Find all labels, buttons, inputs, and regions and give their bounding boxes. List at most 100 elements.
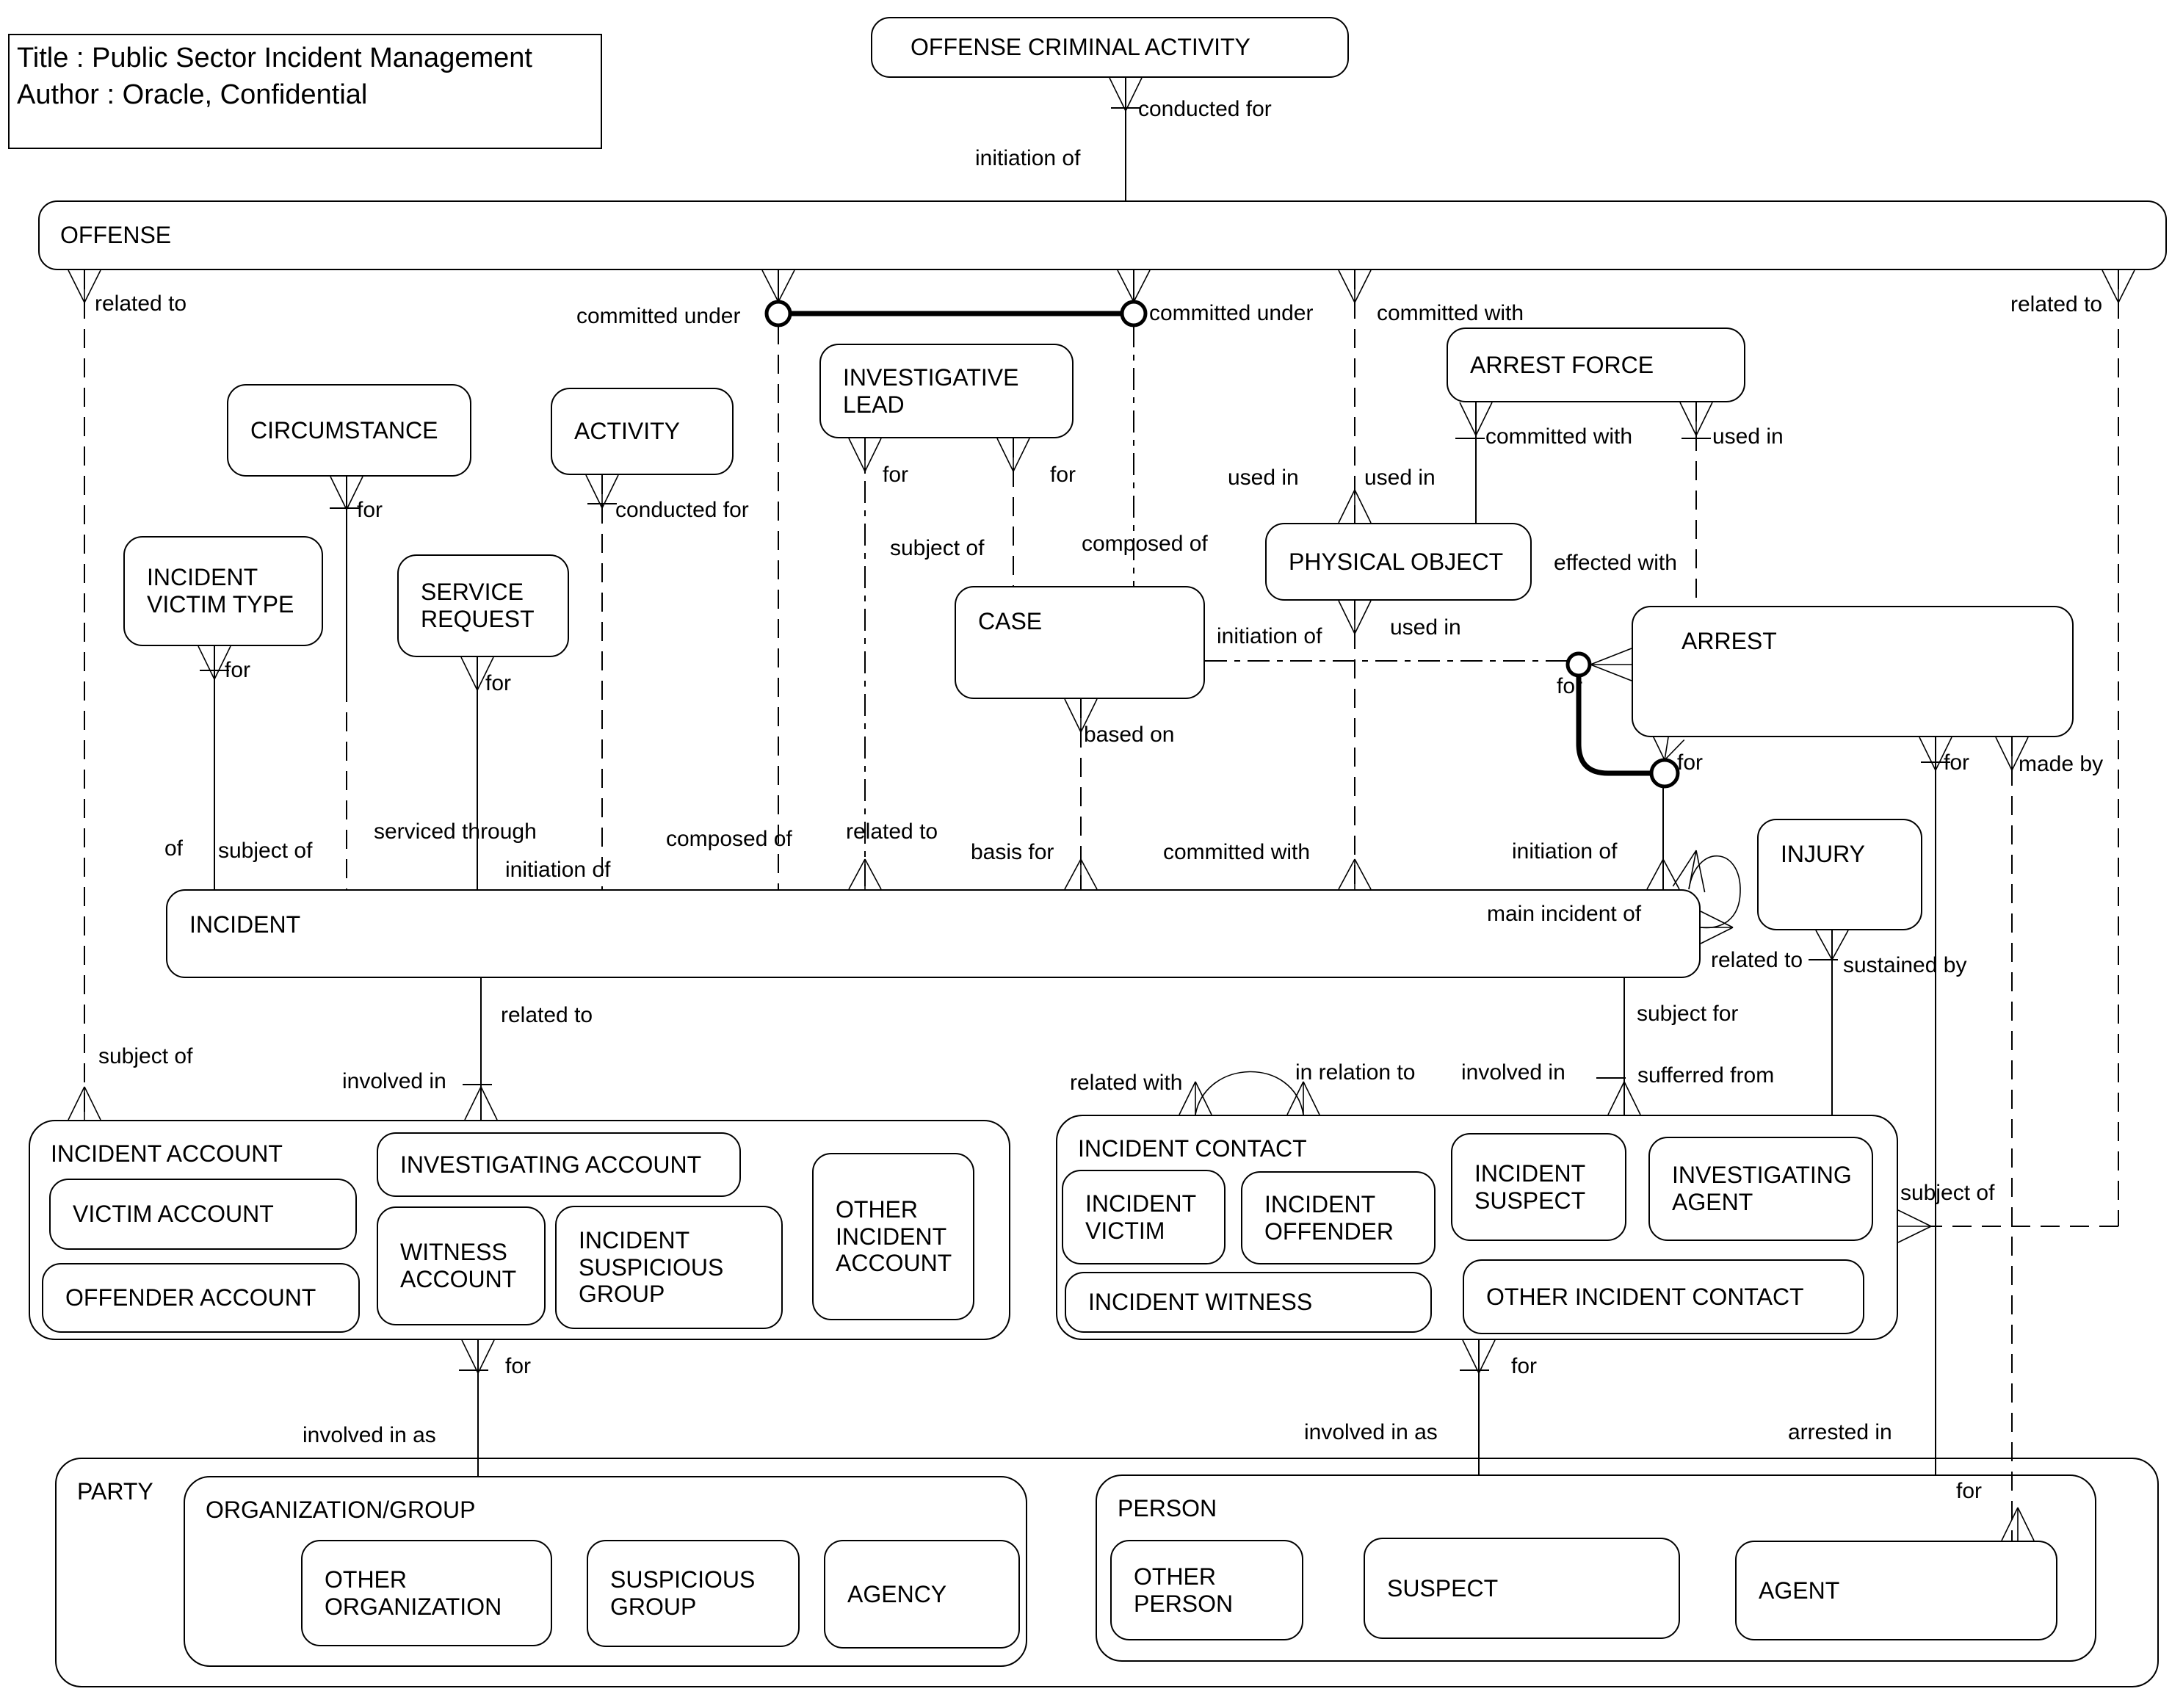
entity-injury: INJURY — [1757, 819, 1922, 930]
group-incident-account: INCIDENT ACCOUNT — [29, 1120, 1010, 1340]
entity-label-investigating-account: INVESTIGATING ACCOUNT — [400, 1151, 702, 1178]
group-label-incident-account: INCIDENT ACCOUNT — [51, 1140, 283, 1167]
entity-label-other-incident-account-0: OTHER — [836, 1195, 918, 1223]
relationship-label-related-to-2: related to — [95, 292, 187, 316]
entity-offender-account: OFFENDER ACCOUNT — [42, 1263, 360, 1333]
entity-label-service-request-1: REQUEST — [421, 606, 535, 632]
relationship-label-used-in-12: used in — [1712, 424, 1784, 449]
entity-label-incident-victim-type-1: VICTIM TYPE — [147, 591, 294, 618]
relationship-label-committed-under-3: committed under — [576, 304, 741, 328]
entity-label-other-organization-1: ORGANIZATION — [325, 1593, 502, 1620]
entity-offense-criminal-activity: OFFENSE CRIMINAL ACTIVITY — [871, 17, 1349, 78]
relationship-label-serviced-through-29: serviced through — [374, 819, 537, 844]
relationship-label-made-by-26: made by — [2019, 752, 2104, 776]
relationship-label-involved-in-as-50: involved in as — [303, 1423, 436, 1447]
entity-label-investigating-agent-1: AGENT — [1672, 1189, 1753, 1215]
entity-label-other-person-0: OTHER — [1134, 1563, 1216, 1590]
entity-activity: ACTIVITY — [551, 388, 734, 475]
entity-label-circumstance: CIRCUMSTANCE — [250, 416, 438, 444]
entity-label-incident-suspect-1: SUSPECT — [1474, 1187, 1586, 1214]
entity-offense: OFFENSE — [38, 200, 2167, 270]
relationship-label-initiation-of-35: initiation of — [1512, 839, 1618, 864]
entity-label-incident-victim-0: INCIDENT — [1085, 1190, 1197, 1217]
entity-case: CASE — [955, 586, 1205, 699]
relationship-label-initiation-of-21: initiation of — [1217, 624, 1322, 648]
entity-label-other-person-1: PERSON — [1134, 1590, 1234, 1617]
relationship-label-composed-of-31: composed of — [666, 827, 792, 851]
entity-label-arrest: ARREST — [1682, 628, 1777, 654]
entity-other-incident-contact: OTHER INCIDENT CONTACT — [1463, 1259, 1864, 1334]
relationship-label-effected-with-17: effected with — [1554, 551, 1677, 575]
entity-label-incident-suspicious-group-2: GROUP — [579, 1281, 665, 1308]
entity-physical-object: PHYSICAL OBJECT — [1265, 523, 1532, 601]
relationship-label-for-9: for — [883, 463, 909, 487]
entity-label-agency: AGENCY — [847, 1580, 947, 1607]
relationship-label-arrested-in-52: arrested in — [1788, 1420, 1892, 1444]
entity-label-witness-account-0: WITNESS — [400, 1239, 507, 1266]
entity-label-victim-account: VICTIM ACCOUNT — [73, 1201, 274, 1228]
relationship-label-committed-with-34: committed with — [1163, 840, 1311, 864]
diagram-author: Author : Oracle, Confidential — [17, 79, 368, 111]
entity-label-investigative-lead-0: INVESTIGATIVE — [843, 363, 1019, 391]
relationship-label-conducted-for-0: conducted for — [1138, 97, 1272, 121]
group-person: PERSON — [1096, 1474, 2096, 1662]
entity-arrest-force: ARREST FORCE — [1447, 328, 1745, 402]
entity-label-case: CASE — [978, 608, 1043, 634]
entity-agency: AGENCY — [824, 1540, 1020, 1649]
relationship-label-subject-for-38: subject for — [1637, 1002, 1739, 1026]
relationship-label-related-to-6: related to — [2010, 292, 2103, 316]
entity-label-offense-criminal-activity: OFFENSE CRIMINAL ACTIVITY — [911, 34, 1250, 61]
relationship-label-committed-under-4: committed under — [1149, 301, 1314, 325]
entity-label-suspect: SUSPECT — [1387, 1574, 1499, 1602]
relationship-label-committed-with-5: committed with — [1377, 301, 1524, 325]
entity-label-incident: INCIDENT — [189, 911, 301, 938]
entity-incident-witness: INCIDENT WITNESS — [1065, 1272, 1432, 1333]
entity-label-other-incident-contact: OTHER INCIDENT CONTACT — [1486, 1283, 1804, 1310]
entity-label-incident-witness: INCIDENT WITNESS — [1088, 1289, 1313, 1316]
entity-label-incident-offender-0: INCIDENT — [1264, 1190, 1376, 1217]
relationship-label-subject-of-47: subject of — [1900, 1181, 1995, 1205]
relationship-label-used-in-20: used in — [1390, 615, 1461, 640]
relationship-label-sufferred-from-42: sufferred from — [1637, 1063, 1775, 1088]
group-label-party: PARTY — [77, 1478, 153, 1505]
entity-label-incident-offender-1: OFFENDER — [1264, 1217, 1394, 1245]
entity-label-activity: ACTIVITY — [574, 418, 681, 445]
relationship-label-subject-of-28: subject of — [218, 839, 313, 863]
entity-label-suspicious-group-0: SUSPICIOUS — [610, 1566, 756, 1593]
entity-label-investigating-agent-0: INVESTIGATING — [1672, 1162, 1852, 1189]
relationship-label-sustained-by-46: sustained by — [1843, 953, 1967, 977]
relationship-label-main-incident-of-36: main incident of — [1487, 902, 1642, 926]
entity-label-offender-account: OFFENDER ACCOUNT — [65, 1284, 316, 1311]
entity-label-agent: AGENT — [1759, 1577, 1840, 1604]
relationship-label-for-25: for — [1944, 750, 1970, 775]
relationship-label-initiation-of-30: initiation of — [505, 858, 611, 882]
relationship-label-related-to-45: related to — [1711, 948, 1803, 972]
relationship-label-for-22: for — [1557, 674, 1583, 698]
relationship-label-for-10: for — [1050, 463, 1076, 487]
entity-label-investigative-lead-1: LEAD — [843, 391, 905, 418]
group-incident-contact: INCIDENT CONTACT — [1056, 1115, 1898, 1340]
relationship-label-involved-in-as-51: involved in as — [1304, 1420, 1438, 1444]
relationship-label-subject-of-39: subject of — [98, 1044, 193, 1068]
relationship-label-related-with-43: related with — [1070, 1071, 1183, 1095]
entity-label-witness-account-1: ACCOUNT — [400, 1266, 517, 1292]
relationship-label-initiation-of-1: initiation of — [975, 146, 1081, 170]
relationship-label-for-49: for — [1511, 1354, 1538, 1378]
relationship-label-involved-in-41: involved in — [1461, 1060, 1565, 1085]
entity-incident: INCIDENT — [166, 889, 1701, 978]
relationship-label-for-18: for — [225, 658, 251, 682]
entity-label-other-organization-0: OTHER — [325, 1566, 407, 1593]
group-label-person: PERSON — [1118, 1495, 1217, 1521]
entity-suspect: SUSPECT — [1364, 1538, 1680, 1639]
